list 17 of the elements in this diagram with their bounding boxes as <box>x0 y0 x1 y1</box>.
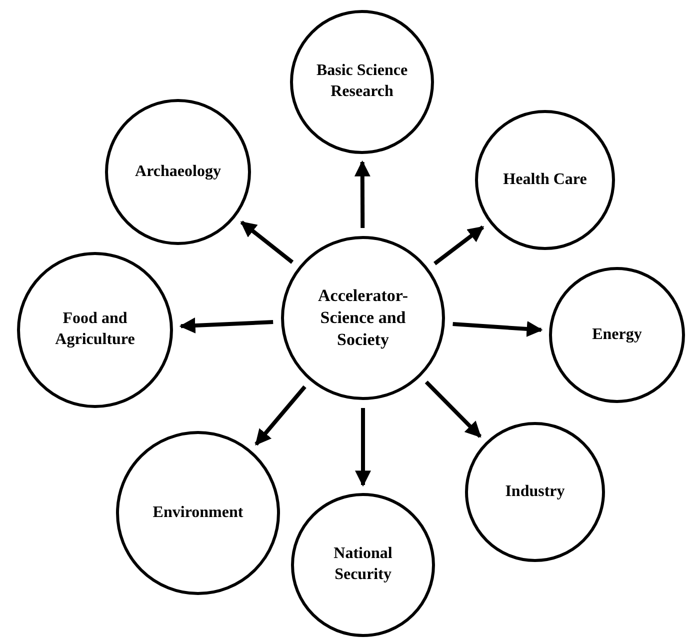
arrow <box>434 226 484 266</box>
node-label: Energy <box>592 324 642 345</box>
node-label: Health Care <box>503 170 587 190</box>
arrow <box>179 318 274 334</box>
node-label: Accelerator- Science and Society <box>317 284 409 352</box>
arrow <box>452 320 543 337</box>
arrow <box>424 380 482 438</box>
node-label: Environment <box>152 502 244 523</box>
node-label: Industry <box>505 482 565 502</box>
node-label: Basic Science Research <box>315 61 409 102</box>
arrow <box>355 408 371 487</box>
arrow <box>240 220 294 264</box>
node-label: Archaeology <box>135 162 221 182</box>
node-label: National Security <box>332 544 394 585</box>
node-label: Food and Agriculture <box>54 309 136 350</box>
arrow <box>254 385 306 446</box>
arrow <box>354 160 370 228</box>
